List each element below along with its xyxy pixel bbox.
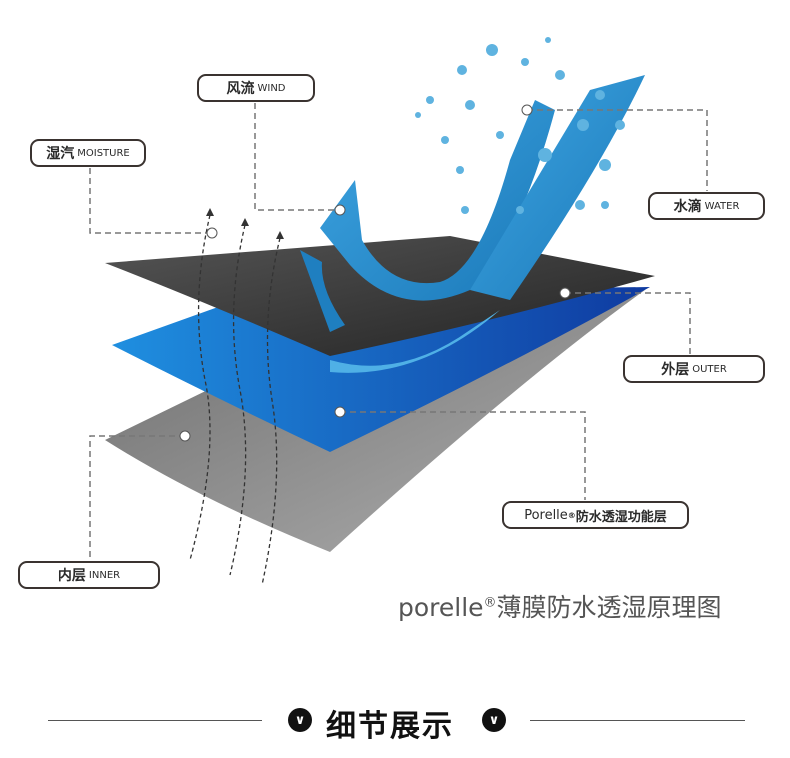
leader-lines [89,103,708,560]
chevron-down-circle-icon: ∨ [288,708,312,732]
diagram-caption: porelle®薄膜防水透湿原理图 [398,588,722,624]
wind-ribbon [300,250,345,332]
caption-brand: porelle [398,593,484,622]
label-en: OUTER [692,363,727,375]
moisture-flow-lines [189,214,281,586]
label-zh: 湿汽 [46,146,75,162]
label-membrane: Porelle®防水透湿功能层 [502,501,689,529]
label-en: INNER [88,569,121,581]
divider-left [48,720,262,721]
callout-dots [179,104,571,442]
water-droplets [415,37,625,214]
label-brand: Porelle [524,507,568,523]
label-reg: ® [567,510,576,520]
label-en: WATER [704,200,740,212]
label-en: MOISTURE [77,147,130,159]
label-zh: 水滴 [673,199,702,215]
caption-text: 薄膜防水透湿原理图 [496,593,722,622]
label-zh: 风流 [226,81,255,97]
label-en: WIND [257,82,286,94]
label-zh: 外层 [661,362,690,378]
label-zh: 防水透湿功能层 [575,509,667,525]
section-title: 细节展示 [326,709,454,744]
divider-right [530,720,745,721]
label-zh: 内层 [57,568,86,584]
water-ribbon [330,310,500,373]
arrow-icons [206,208,284,239]
chevron-down-circle-icon: ∨ [482,708,506,732]
caption-reg: ® [483,595,497,611]
water-ribbon [470,75,645,300]
